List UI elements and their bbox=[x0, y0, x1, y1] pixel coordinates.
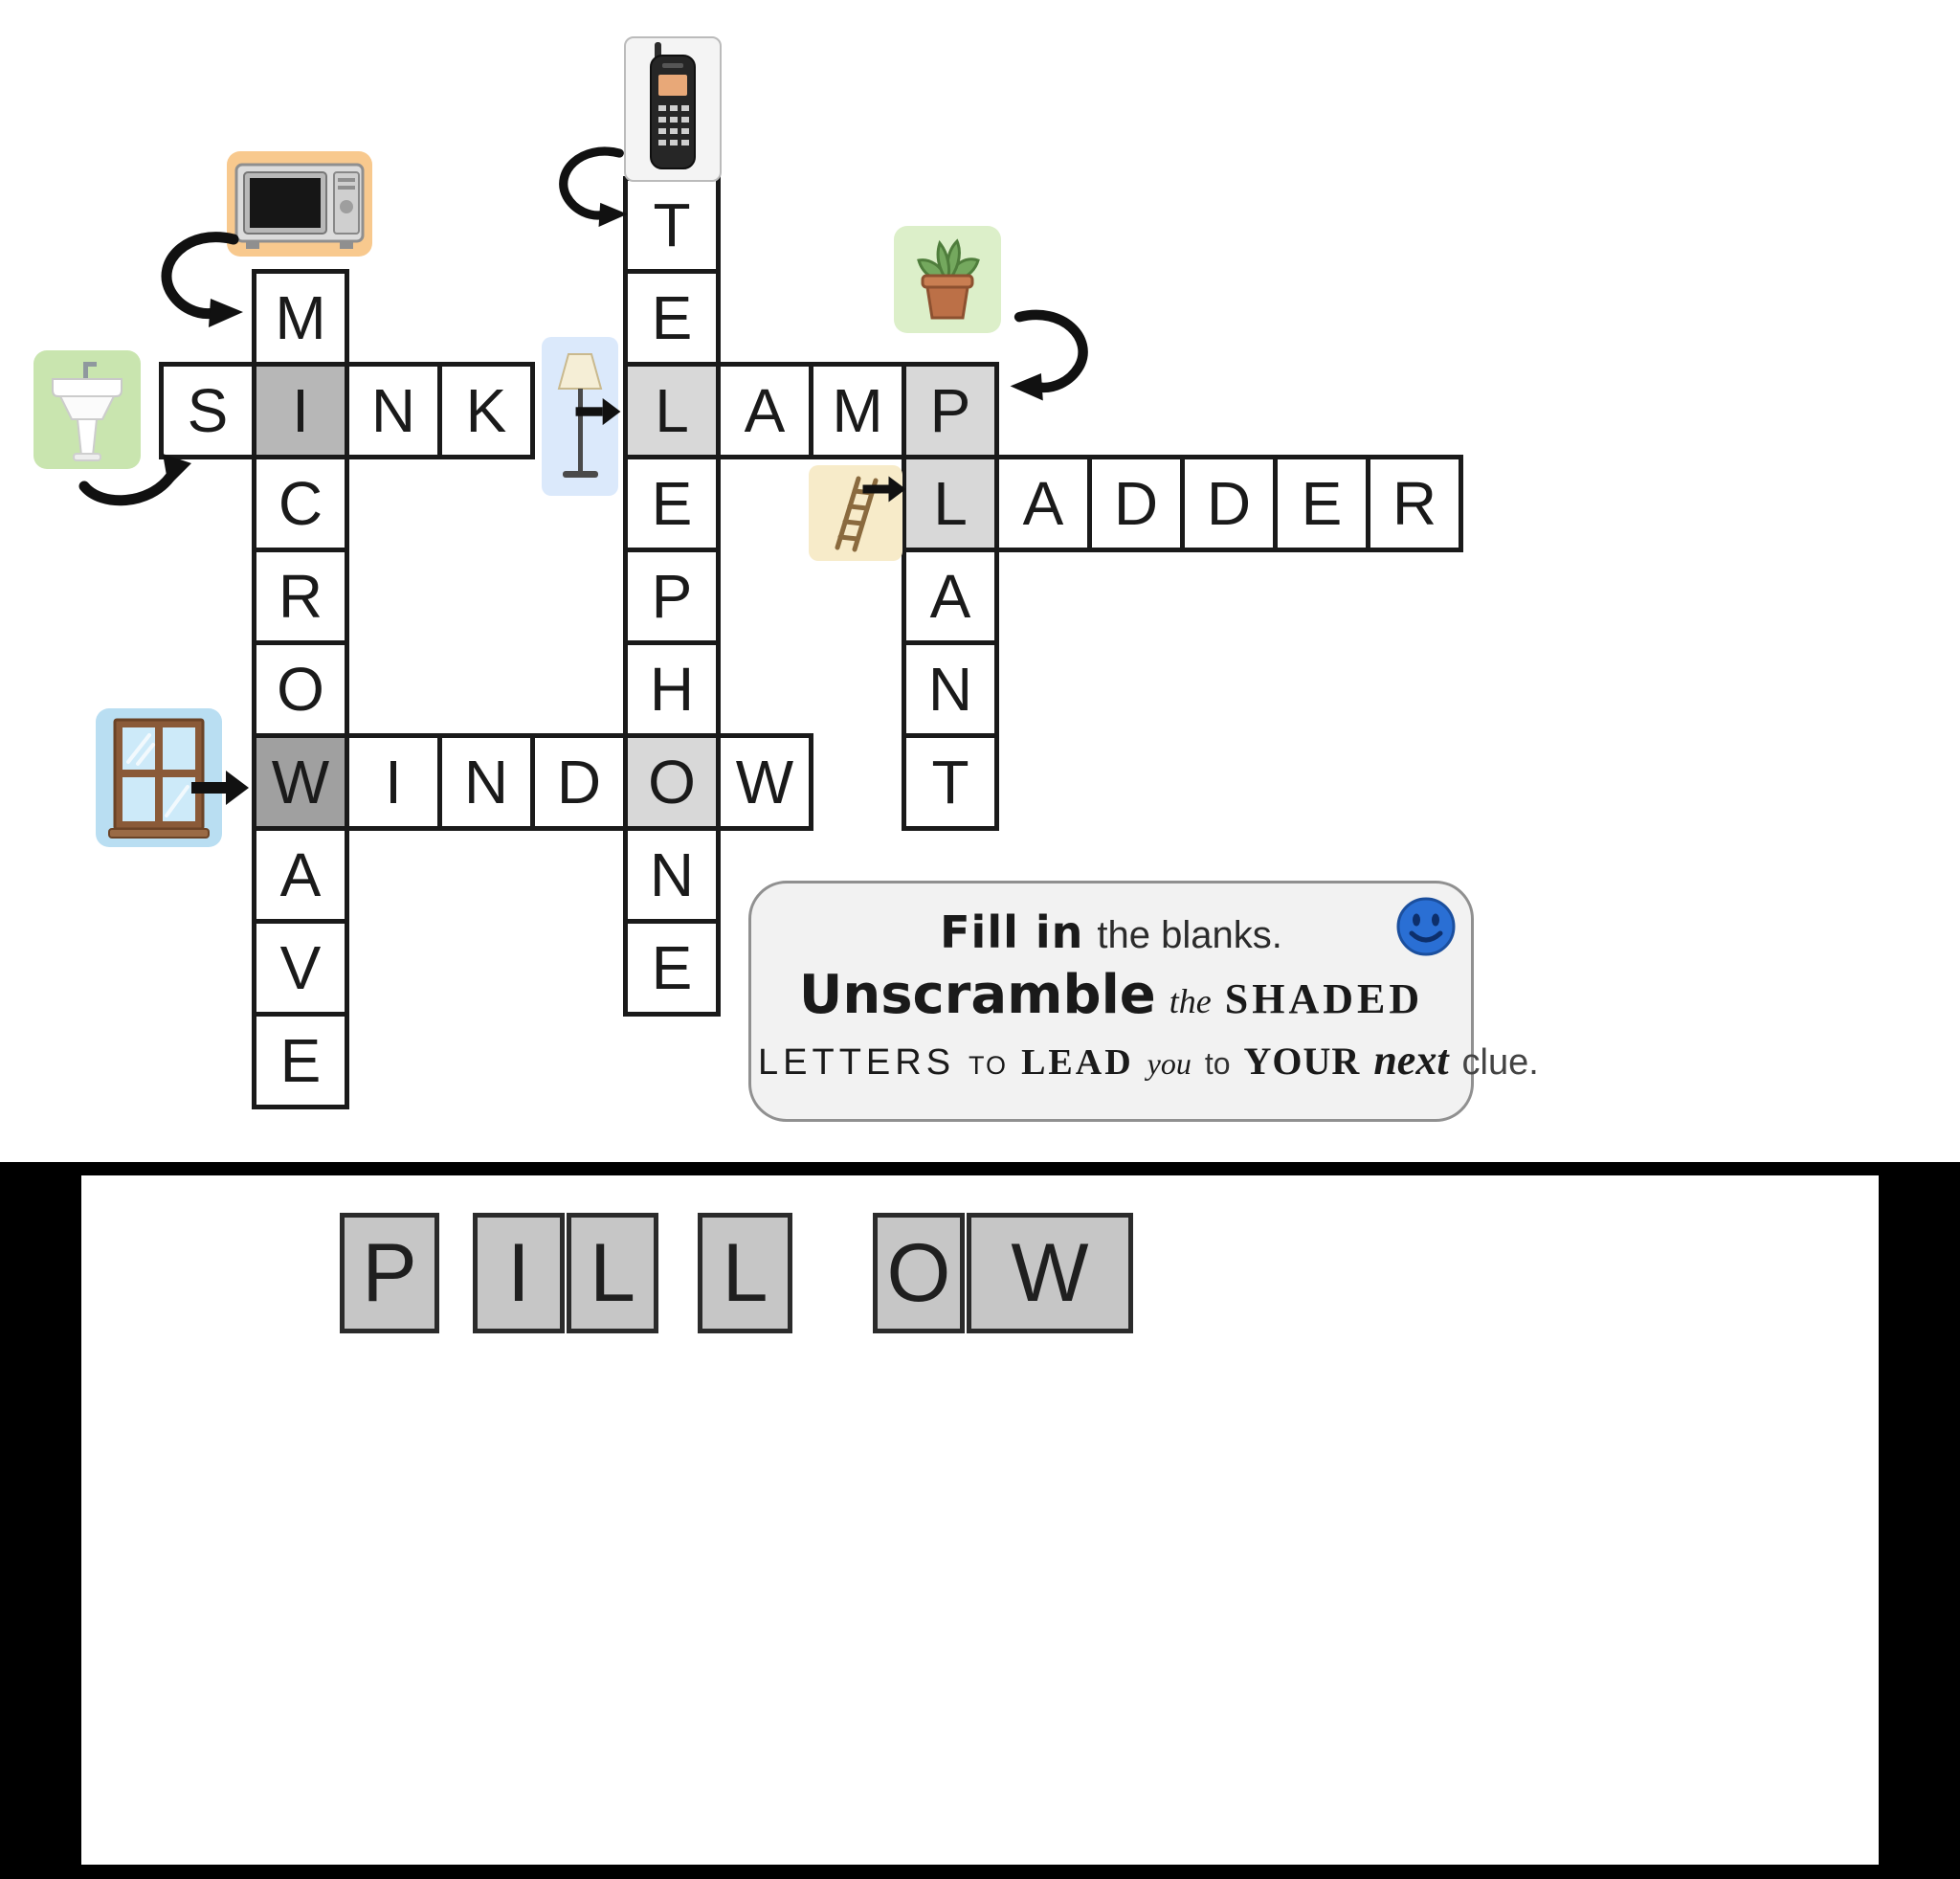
crossword-cell-telephone-0[interactable]: T bbox=[623, 176, 721, 274]
crossword-cell-telephone-7[interactable]: N bbox=[623, 826, 721, 924]
crossword-cell-window-1[interactable]: I bbox=[345, 733, 442, 831]
crossword-cell-microwave-0[interactable]: M bbox=[252, 269, 349, 367]
crossword-cell-telephone-1[interactable]: E bbox=[623, 269, 721, 367]
instruction-line-1: Fill in the blanks. bbox=[751, 906, 1471, 958]
crossword-cell-plant-4[interactable]: T bbox=[902, 733, 999, 831]
curved-arrow-sink bbox=[78, 454, 191, 506]
smiley-icon bbox=[1396, 897, 1456, 956]
crossword-cell-microwave-8[interactable]: E bbox=[252, 1012, 349, 1109]
answer-box-1[interactable]: I bbox=[473, 1213, 565, 1333]
instruction-clue: clue. bbox=[1461, 1042, 1539, 1083]
crossword-cell-sink-0[interactable]: S bbox=[159, 362, 256, 459]
crossword-cell-microwave-4[interactable]: O bbox=[252, 640, 349, 738]
crossword-cell-lamp-1[interactable]: A bbox=[716, 362, 813, 459]
right-arrow-lamp bbox=[575, 397, 621, 426]
right-arrow-window bbox=[191, 771, 249, 805]
crossword-cell-microwave-3[interactable]: R bbox=[252, 548, 349, 645]
curved-arrow-telephone bbox=[559, 146, 628, 227]
crossword-cell-microwave-2[interactable]: C bbox=[252, 455, 349, 552]
telephone-icon bbox=[624, 36, 722, 182]
crossword-cell-telephone-5[interactable]: H bbox=[623, 640, 721, 738]
crossword-cell-telephone-8[interactable]: E bbox=[623, 919, 721, 1017]
crossword-cell-sink-2[interactable]: N bbox=[345, 362, 442, 459]
crossword-cell-lamp-0[interactable]: L bbox=[623, 362, 721, 459]
instruction-the-blanks: the blanks. bbox=[1097, 914, 1282, 956]
ladder-icon bbox=[809, 465, 902, 561]
answer-box-5[interactable]: W bbox=[967, 1213, 1133, 1333]
crossword-cell-telephone-4[interactable]: P bbox=[623, 548, 721, 645]
instruction-you: you bbox=[1147, 1046, 1192, 1081]
instruction-the: the bbox=[1169, 982, 1212, 1020]
crossword-cell-microwave-6[interactable]: A bbox=[252, 826, 349, 924]
crossword-cell-ladder-2[interactable]: D bbox=[1087, 455, 1185, 552]
crossword-cell-sink-1[interactable]: I bbox=[252, 362, 349, 459]
crossword-cell-ladder-1[interactable]: A bbox=[994, 455, 1092, 552]
window-icon bbox=[96, 708, 222, 847]
crossword-cell-window-4[interactable]: O bbox=[623, 733, 721, 831]
crossword-cell-ladder-4[interactable]: E bbox=[1273, 455, 1370, 552]
crossword-cell-microwave-7[interactable]: V bbox=[252, 919, 349, 1017]
crossword-cell-sink-3[interactable]: K bbox=[437, 362, 535, 459]
plant-icon bbox=[894, 226, 1001, 333]
crossword-cell-lamp-2[interactable]: M bbox=[809, 362, 906, 459]
sink-icon bbox=[33, 350, 141, 469]
right-arrow-ladder bbox=[862, 476, 906, 503]
instruction-to-1: TO bbox=[969, 1051, 1009, 1080]
crossword-cell-telephone-3[interactable]: E bbox=[623, 455, 721, 552]
crossword-cell-plant-3[interactable]: N bbox=[902, 640, 999, 738]
crossword-cell-ladder-0[interactable]: L bbox=[902, 455, 999, 552]
crossword-cell-window-3[interactable]: D bbox=[530, 733, 628, 831]
crossword-cell-window-0[interactable]: W bbox=[252, 733, 349, 831]
crossword-cell-plant-2[interactable]: A bbox=[902, 548, 999, 645]
instruction-to-2: to bbox=[1204, 1046, 1231, 1081]
crossword-cell-window-5[interactable]: W bbox=[716, 733, 813, 831]
crossword-cell-ladder-5[interactable]: R bbox=[1366, 455, 1463, 552]
crossword-cell-window-2[interactable]: N bbox=[437, 733, 535, 831]
answer-box-4[interactable]: O bbox=[873, 1213, 965, 1333]
microwave-icon bbox=[227, 151, 372, 257]
crossword-cell-plant-0[interactable]: P bbox=[902, 362, 999, 459]
instruction-next: next bbox=[1373, 1037, 1449, 1084]
lamp-icon bbox=[542, 337, 618, 496]
instruction-box: Fill in the blanks. Unscramble the SHADED L… bbox=[748, 881, 1539, 1122]
crossword-cell-ladder-3[interactable]: D bbox=[1180, 455, 1278, 552]
instruction-letters: LETTERS bbox=[758, 1042, 956, 1083]
instruction-shaded: SHADED bbox=[1224, 975, 1424, 1022]
instruction-lead: LEAD bbox=[1021, 1042, 1134, 1083]
instruction-fill-in: Fill in bbox=[940, 906, 1084, 958]
curved-arrow-microwave bbox=[161, 232, 243, 327]
answer-box-0[interactable]: P bbox=[340, 1213, 439, 1333]
answer-box-3[interactable]: L bbox=[698, 1213, 792, 1333]
answer-box-2[interactable]: L bbox=[567, 1213, 658, 1333]
instruction-unscramble: Unscramble bbox=[798, 964, 1156, 1026]
instruction-your: YOUR bbox=[1243, 1040, 1361, 1083]
curved-arrow-plant bbox=[1010, 309, 1088, 401]
instruction-line-2: Unscramble the SHADED bbox=[751, 964, 1471, 1026]
